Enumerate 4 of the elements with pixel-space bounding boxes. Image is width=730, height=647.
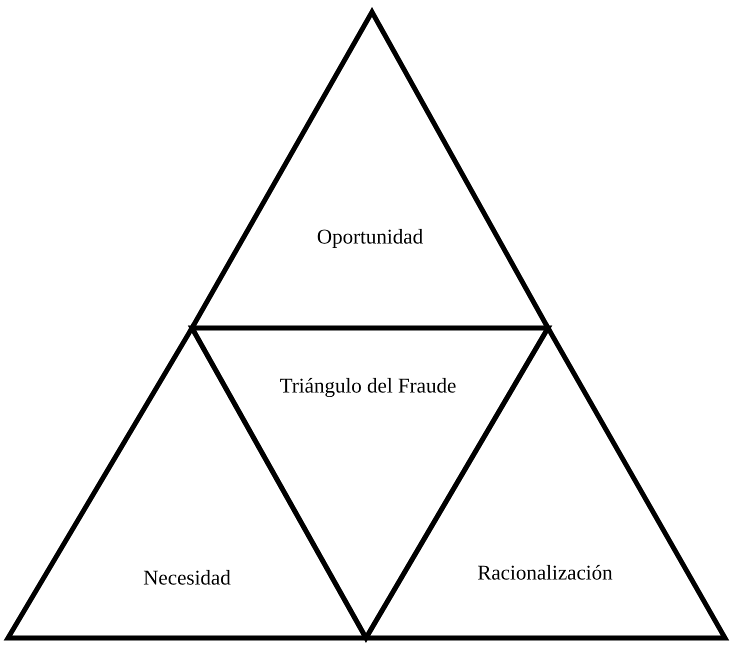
section-label: Triángulo del Fraude: [280, 374, 456, 398]
section-label: Racionalización: [477, 560, 613, 586]
section-label: Necesidad: [143, 566, 231, 590]
section-label: Oportunidad: [316, 224, 424, 250]
